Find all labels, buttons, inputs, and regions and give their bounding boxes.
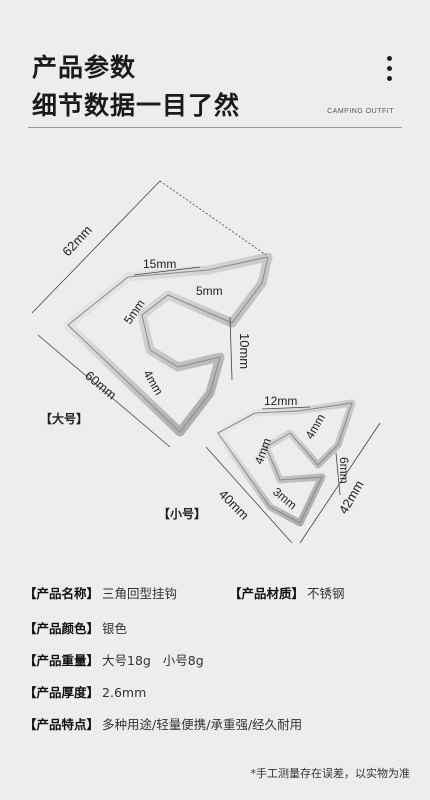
spec-label: 【产品重量】 (24, 653, 100, 668)
small-hook-shape (214, 399, 356, 527)
spec-label: 【产品名称】 (24, 586, 100, 601)
spec-row-material: 【产品材质】不锈钢 (229, 583, 345, 605)
large-dimension-lines (31, 180, 267, 448)
spec-value: 三角回型挂钩 (102, 586, 178, 601)
large-hook-shape (63, 252, 273, 437)
measurement-footnote: *手工测量存在误差，以实物为准 (250, 767, 411, 780)
spec-value: 2.6mm (102, 685, 147, 700)
more-icon (386, 56, 394, 86)
spec-value: 银色 (102, 621, 128, 636)
dim-4mm-top: 4mm (302, 411, 327, 441)
small-size-label: 【小号】 (158, 506, 206, 521)
spec-row-color: 【产品颜色】银色 (24, 618, 127, 640)
spec-value: 大号18g 小号8g (102, 653, 204, 668)
spec-row-name: 【产品名称】三角回型挂钩 (24, 583, 177, 605)
product-diagram: 62mm 15mm 5mm 5mm 10mm 4mm 60mm 【大号】 12m… (0, 135, 430, 565)
spec-row-thickness: 【产品厚度】2.6mm (24, 682, 146, 704)
divider (28, 127, 402, 128)
dim-15mm: 15mm (143, 257, 176, 271)
spec-label: 【产品厚度】 (24, 685, 100, 700)
spec-label: 【产品颜色】 (24, 621, 100, 636)
dim-6mm: 6mm (337, 457, 351, 484)
spec-label: 【产品材质】 (229, 586, 305, 601)
small-dimension-lines (205, 406, 381, 544)
spec-row-features: 【产品特点】多种用途/轻量便携/承重强/经久耐用 (24, 714, 302, 736)
spec-row-weight: 【产品重量】大号18g 小号8g (24, 650, 204, 672)
large-size-label: 【大号】 (40, 411, 88, 426)
dim-5mm-right: 5mm (196, 284, 223, 298)
brand-text: CAMPING OUTFIT (327, 108, 394, 115)
spec-value: 不锈钢 (307, 586, 345, 601)
page-subtitle: 细节数据一目了然 (32, 91, 241, 120)
spec-value: 多种用途/轻量便携/承重强/经久耐用 (102, 717, 303, 732)
header: 产品参数 细节数据一目了然 CAMPING OUTFIT (0, 0, 430, 130)
dim-12mm: 12mm (264, 394, 297, 408)
dimension-drawing: 62mm 15mm 5mm 5mm 10mm 4mm 60mm 【大号】 12m… (31, 180, 381, 544)
page-title: 产品参数 (32, 53, 137, 82)
spec-label: 【产品特点】 (24, 717, 100, 732)
dim-10mm: 10mm (237, 333, 252, 369)
